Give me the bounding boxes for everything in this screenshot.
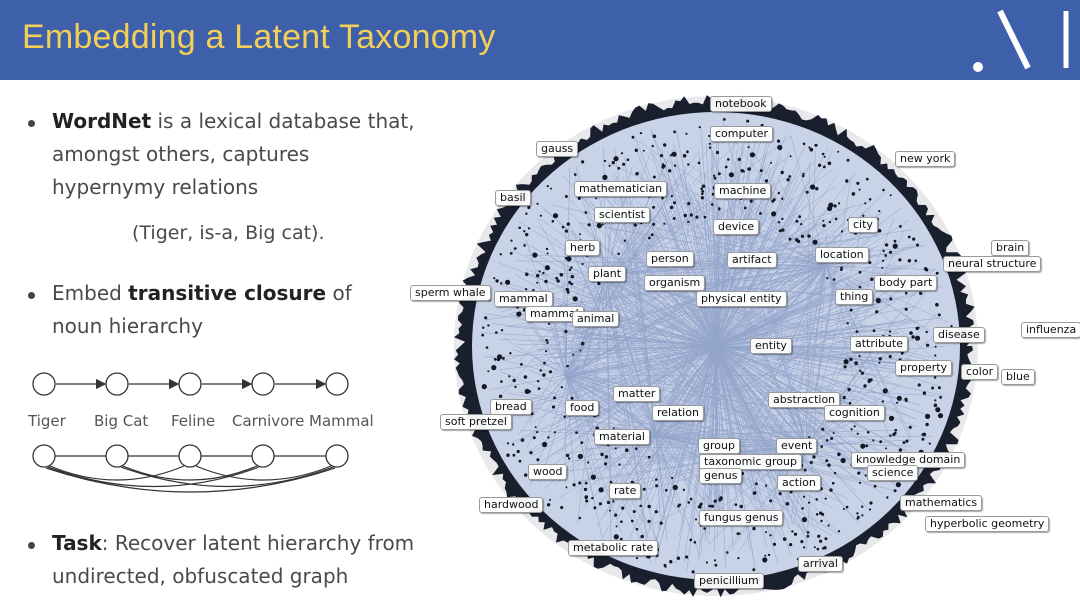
embedding-label: blue [1001,369,1035,385]
embedding-label: group [698,438,740,454]
embedding-label: herb [565,240,601,256]
bullet-text: undirected, obfuscated graph [52,564,349,588]
embedding-label: wood [528,464,568,480]
chain-label: Feline [171,412,216,430]
embedding-label: scientist [594,207,650,223]
embedding-label: rate [609,483,642,499]
embedding-label: bread [490,399,532,415]
embedding-label: mammal [494,291,553,307]
chain-label: Mammal [309,412,374,430]
bullet-text: noun hierarchy [52,314,203,338]
embedding-label: abstraction [768,392,841,408]
embedding-label: property [895,360,953,376]
embedding-label: color [961,364,999,380]
embedding-label: disease [933,327,985,343]
embedding-label: matter [613,386,661,402]
embedding-label: influenza [1021,322,1080,338]
embedding-label: metabolic rate [568,540,659,556]
chain-label: Big Cat [94,412,149,430]
embedding-label: soft pretzel [440,414,512,430]
embedding-label: artifact [727,252,777,268]
closure-edge [195,465,332,481]
embedding-label: animal [572,311,620,327]
embedding-label: body part [874,275,938,291]
embedding-label: attribute [850,336,908,352]
bullet-text: Embed [52,281,129,305]
embedding-label: relation [652,405,704,421]
hierarchy-chain-diagram: Tiger Big Cat Feline Carnivore Mammal [26,366,376,506]
embedding-label: taxonomic group [699,454,802,470]
closure-edge [45,467,336,493]
bullet-dot [28,120,35,127]
chain-label: Carnivore [232,412,305,430]
closure-edge [120,466,334,488]
embedding-label: cognition [824,405,885,421]
embedding-label: hardwood [479,497,544,513]
embedding-label: mammal [525,306,584,322]
embedding-label: material [594,429,650,445]
embedding-label: notebook [710,96,772,112]
slide-title: Embedding a Latent Taxonomy [22,18,496,56]
embedding-label: event [776,438,818,454]
bullet-text: of [326,281,352,305]
embedding-label: food [565,400,600,416]
is-a-example: (Tiger, is-a, Big cat). [132,222,325,244]
embedding-label: gauss [536,141,579,157]
bullet-bold: WordNet [52,109,152,133]
embedding-label: hyperbolic geometry [925,516,1050,532]
embedding-label: mathematician [574,181,668,197]
closure-node [178,444,202,468]
embedding-label: neural structure [943,256,1042,272]
embedding-label: entity [750,338,792,354]
embedding-label: thing [835,289,874,305]
closure-node [32,444,56,468]
bullet-text: : Recover latent hierarchy from [101,531,415,555]
embedding-label: fungus genus [699,510,784,526]
embedding-label: knowledge domain [851,452,966,468]
closure-node [325,444,349,468]
embedding-label: penicillium [694,573,764,589]
poincare-embedding-plot: notebook computer gauss new york mathema… [404,92,1080,602]
embedding-label: device [713,219,760,235]
closure-edge [122,465,258,481]
chain-node [105,372,129,396]
embedding-label: basil [495,190,531,206]
embedding-label: location [815,247,869,263]
embedding-label: machine [714,183,772,199]
embedding-label: plant [588,266,627,282]
embedding-label: arrival [798,556,843,572]
chain-node [251,372,275,396]
chain-label: Tiger [28,412,66,430]
embedding-label: genus [699,468,743,484]
closure-edge [49,465,185,481]
slide-header: Embedding a Latent Taxonomy [0,0,1080,80]
embedding-label: person [646,251,694,267]
embedding-label: computer [710,126,774,142]
embedding-label: action [777,475,821,491]
embedding-label: physical entity [696,291,787,307]
embedding-label: new york [895,151,956,167]
embedding-label: sperm whale [410,285,491,301]
embedding-label: science [867,465,919,481]
bullet-text: hypernymy relations [52,175,259,199]
embedding-label: city [848,217,878,233]
closure-edge [47,466,260,488]
bullet-bold: transitive closure [128,281,327,305]
bullet-dot [28,292,35,299]
embedding-label: mathematics [900,495,983,511]
embedding-label: organism [644,275,706,291]
bullet-dot [28,542,35,549]
chain-graph [32,372,349,493]
chain-node [325,372,349,396]
chain-node [32,372,56,396]
closure-node [105,444,129,468]
bullet-text: amongst others, captures [52,142,310,166]
closure-node [251,444,275,468]
embedding-label: brain [991,240,1030,256]
bullet-text: is a lexical database that, [151,109,415,133]
chain-node [178,372,202,396]
logo-icon [973,9,1069,72]
bullet-bold: Task [52,531,102,555]
